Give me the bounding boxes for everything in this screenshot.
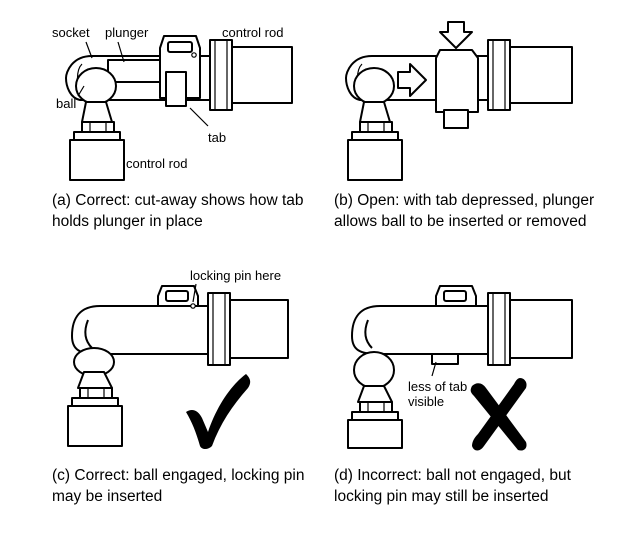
label-socket: socket [52, 25, 90, 40]
socket-body-d [351, 305, 489, 355]
ball-joint-d [347, 351, 403, 449]
control-rod-right-a [209, 39, 293, 111]
caption-c-line1: (c) Correct: ball engaged, locking pin [52, 467, 304, 484]
socket-body-c [71, 305, 209, 355]
ball-joint-b [347, 67, 403, 181]
control-rod-right-c [207, 292, 289, 366]
caption-d-line2: locking pin may still be inserted [334, 488, 549, 505]
tab-housing-a [159, 35, 201, 107]
caption-d-line1: (d) Incorrect: ball not engaged, but [334, 467, 572, 484]
tab-housing-d [431, 285, 477, 365]
caption-b-line1: (b) Open: with tab depressed, plunger [334, 192, 594, 209]
caption-b-line2: allows ball to be inserted or removed [334, 213, 586, 230]
caption-a-line2: holds plunger in place [52, 213, 203, 230]
caption-c-line2: may be inserted [52, 488, 162, 505]
label-tab: tab [208, 130, 226, 145]
control-rod-right-d [487, 292, 573, 366]
x-mark-icon [470, 378, 527, 451]
ball-joint-c [67, 347, 123, 447]
panel-d: less of tab visible (d) Incorrect: ball … [334, 285, 573, 505]
tab-housing-b [435, 49, 479, 129]
label-less-tab-line2: visible [408, 394, 444, 409]
label-locking-pin: locking pin here [190, 268, 281, 283]
checkmark-icon [186, 374, 251, 449]
label-ball: ball [56, 96, 76, 111]
label-control-rod-top: control rod [222, 25, 283, 40]
label-plunger: plunger [105, 25, 149, 40]
panel-c: locking pin here (c) Correct: ball engag… [52, 268, 304, 505]
caption-a-line1: (a) Correct: cut-away shows how tab [52, 192, 304, 209]
arrow-down-icon [439, 21, 473, 49]
label-less-tab-line1: less of tab [408, 379, 467, 394]
panel-b: (b) Open: with tab depressed, plunger al… [334, 21, 594, 230]
label-control-rod-bottom: control rod [126, 156, 187, 171]
ball-joint-a [69, 67, 125, 181]
arrow-right-icon [397, 63, 427, 97]
panel-a: socket plunger control rod ball tab cont… [52, 25, 304, 230]
tab-housing-c [157, 285, 199, 309]
control-rod-right-b [487, 39, 573, 111]
